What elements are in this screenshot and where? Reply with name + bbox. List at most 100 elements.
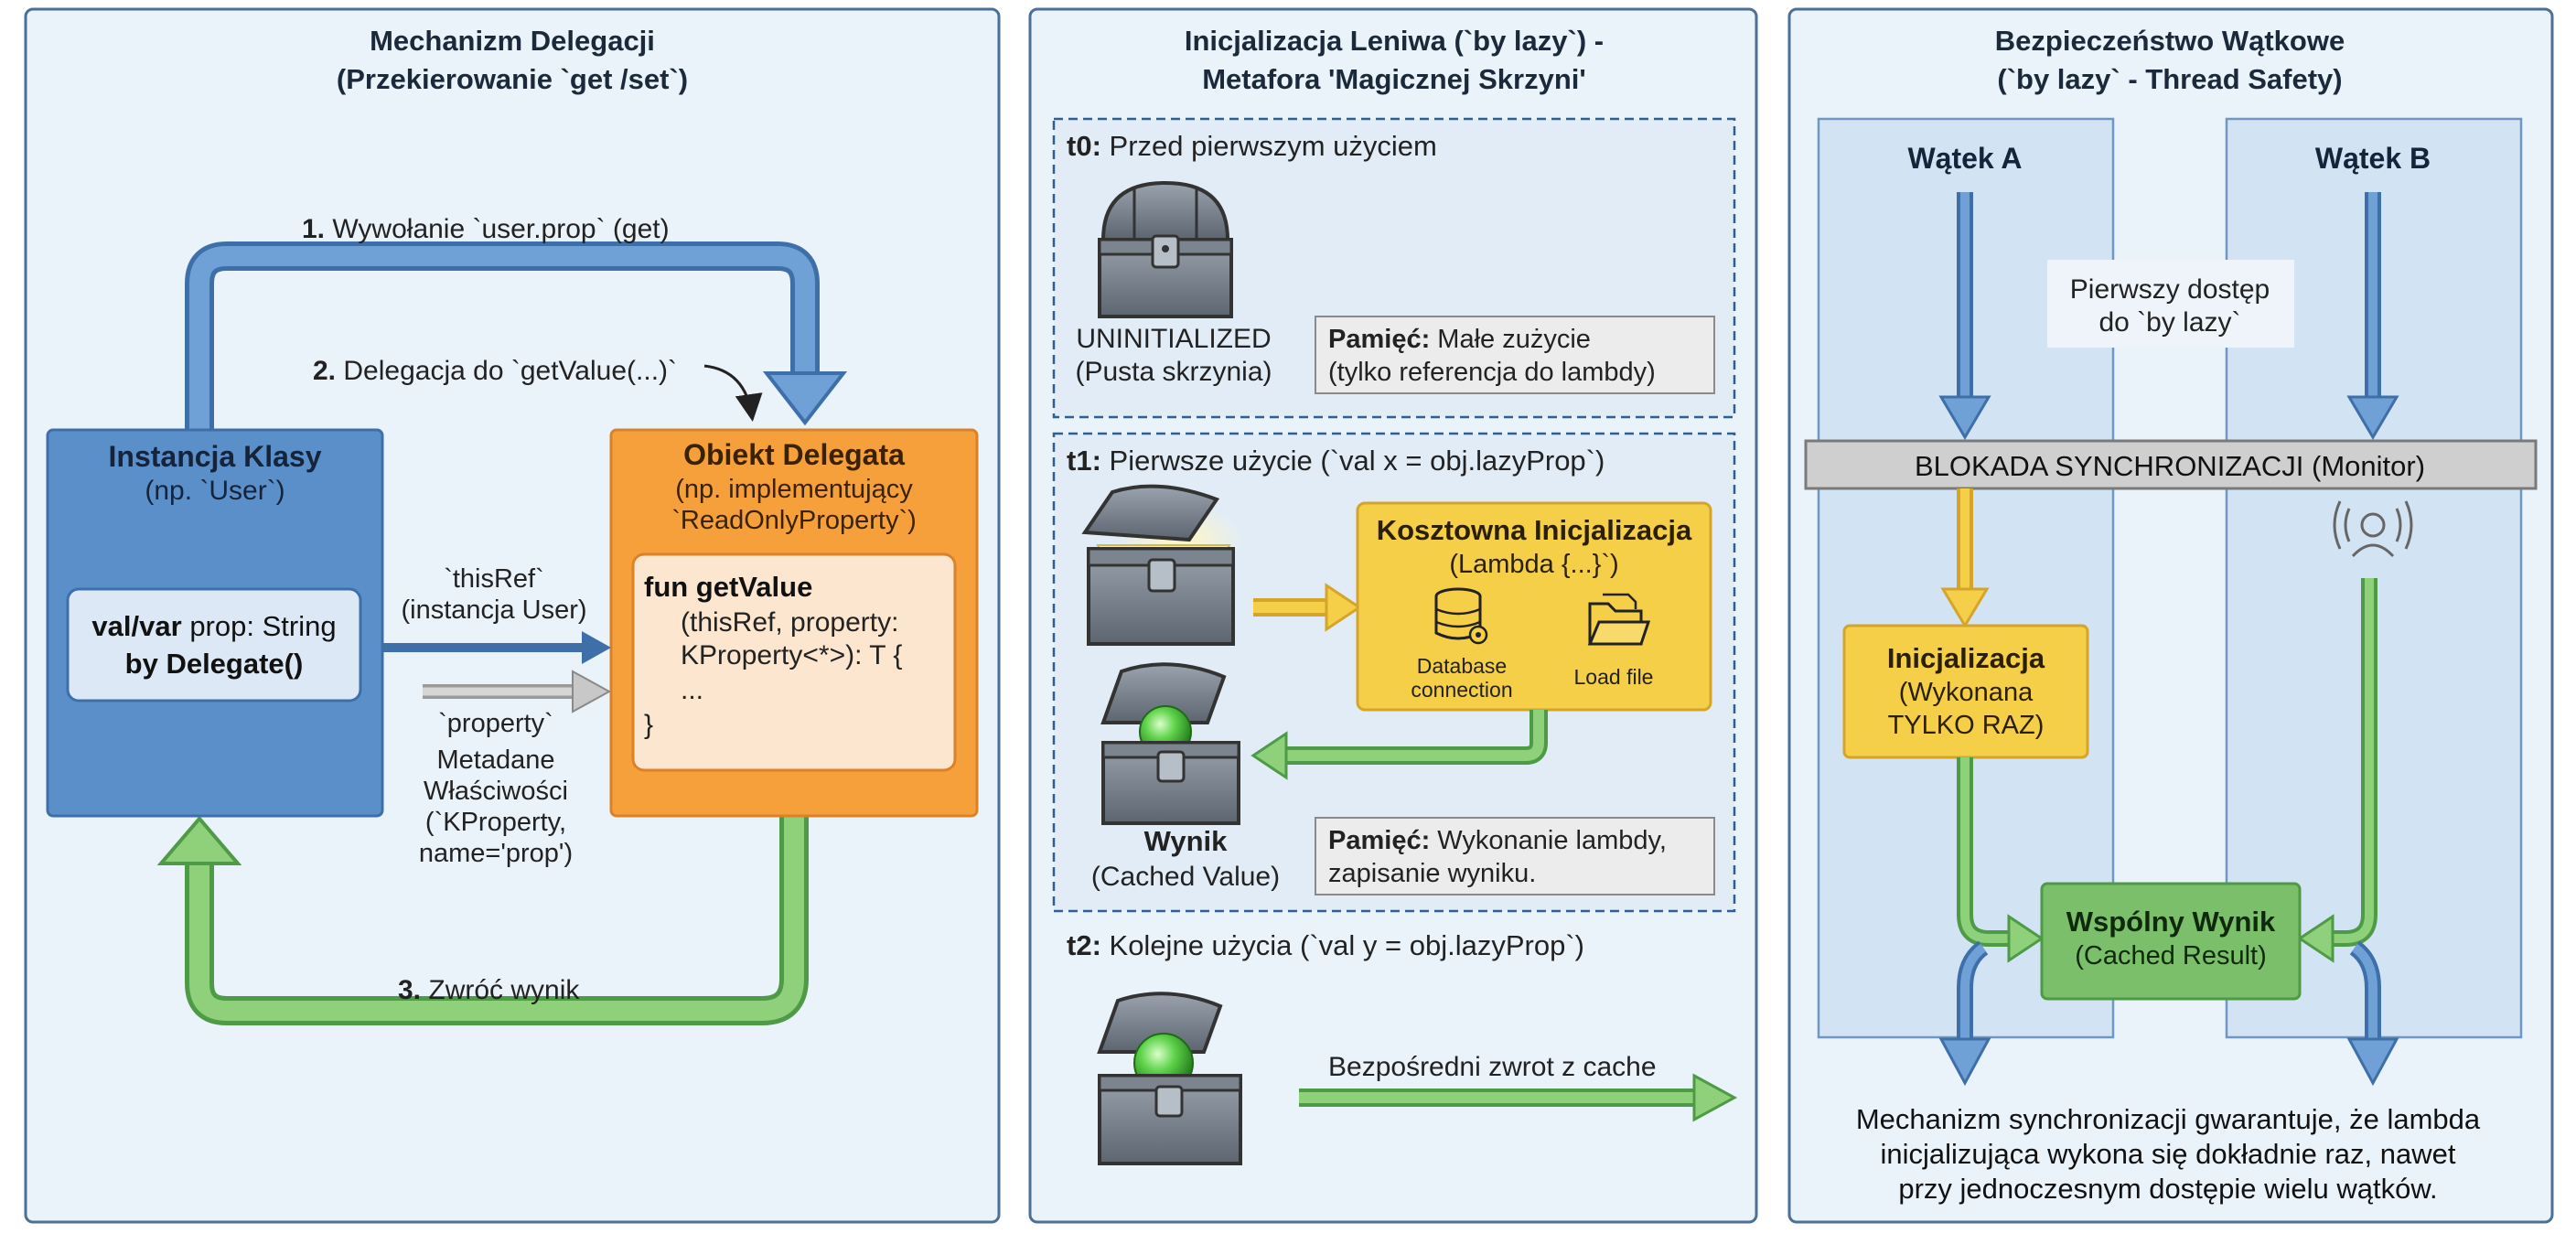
uninitialized-label1: UNINITIALIZED <box>1076 324 1271 354</box>
thisref-label2: (instancja User) <box>401 595 586 625</box>
property-label4: (`KProperty, <box>425 808 566 837</box>
class-instance-box: Instancja Klasy (np. `User`) val/var pro… <box>46 428 384 818</box>
step3-number: 3. <box>398 975 421 1005</box>
thread-b-label: Wątek B <box>2315 142 2431 175</box>
mem1-label: Pamięć: <box>1328 826 1430 855</box>
t2-label: t2: <box>1067 929 1101 961</box>
svg-text:Pamięć: Wykonanie lambdy,: Pamięć: Wykonanie lambdy, <box>1328 826 1667 855</box>
delegate-box-title: Obiekt Delegata <box>683 438 905 471</box>
svg-text:3. Zwróć wynik: 3. Zwróć wynik <box>398 975 580 1005</box>
t0-section: t0: Przed pierwszym użyciem UNINITIALIZE… <box>1052 117 1736 419</box>
step3-text: Zwróć wynik <box>428 975 580 1005</box>
property-label2: Metadane <box>437 745 555 775</box>
delegate-code-line5: } <box>644 710 653 740</box>
step2-text: Delegacja do `getValue(...)` <box>343 356 677 386</box>
waiting-signal-icon <box>2333 500 2413 558</box>
mem0-text2: (tylko referencja do lambdy) <box>1328 358 1656 387</box>
t2-text: Kolejne użycia (`val y = obj.lazyProp`) <box>1110 929 1584 961</box>
property-label3: Właściwości <box>424 777 568 806</box>
panel2-title-line2: Metafora 'Magicznej Skrzyni' <box>1202 63 1586 95</box>
memory-note-t0: Pamięć: Małe zużycie (tylko referencja d… <box>1315 316 1715 394</box>
delegate-code-line3: KProperty<*>): T { <box>681 640 902 670</box>
memory-note-t1: Pamięć: Wykonanie lambdy, zapisanie wyni… <box>1315 817 1715 895</box>
class-code-keyword: val/var <box>91 610 181 642</box>
result-subtitle: (Cached Value) <box>1091 862 1280 892</box>
shared-title: Wspólny Wynik <box>2066 906 2276 938</box>
footer-line3: przy jednoczesnym dostępie wielu wątków. <box>1898 1173 2437 1205</box>
footer-line1: Mechanizm synchronizacji gwarantuje, że … <box>1856 1103 2481 1135</box>
class-code-prop: prop: String <box>189 610 336 642</box>
t1-text: Pierwsze użycie (`val x = obj.lazyProp`) <box>1110 445 1605 477</box>
class-box-title: Instancja Klasy <box>109 440 322 473</box>
lock-label: BLOKADA SYNCHRONIZACJI (Monitor) <box>1915 450 2425 482</box>
synchronization-lock-bar <box>1804 439 2538 490</box>
footer-line2: inicjalizująca wykona się dokładnie raz,… <box>1881 1138 2456 1170</box>
svg-text:val/var prop: String: val/var prop: String <box>91 610 336 642</box>
class-code-delegate: by Delegate() <box>125 648 304 680</box>
call-arrow-head <box>762 371 848 426</box>
t0-text: Przed pierwszym użyciem <box>1110 130 1437 162</box>
opening-chest-icon <box>1081 484 1244 646</box>
init-subtitle1: (Wykonana <box>1899 678 2034 707</box>
svg-text:t2: Kolejne użycia (`val y = o: t2: Kolejne użycia (`val y = obj.lazyPro… <box>1067 929 1584 961</box>
delegate-code-line1: fun getValue <box>644 571 812 603</box>
panel-delegation-mechanism: Mechanizm Delegacji (Przekierowanie `get… <box>24 7 1001 1224</box>
shared-subtitle: (Cached Result) <box>2075 941 2267 971</box>
panel2-title-line1: Inicjalizacja Leniwa (`by lazy`) - <box>1185 25 1604 57</box>
step2-pointer <box>703 364 763 422</box>
init-subtitle2: TYLKO RAZ) <box>1888 711 2045 740</box>
delegate-box-subtitle2: `ReadOnlyProperty`) <box>671 506 917 535</box>
direct-return-label: Bezpośredni zwrot z cache <box>1328 1052 1657 1082</box>
t2-section: t2: Kolejne użycia (`val y = obj.lazyPro… <box>1067 929 1738 1165</box>
cached-chest-icon <box>1097 992 1242 1165</box>
file-folder-icon <box>1587 593 1651 646</box>
panel-lazy-initialization: Inicjalizacja Leniwa (`by lazy`) - Metaf… <box>1028 7 1758 1224</box>
t1-section: t1: Pierwsze użycie (`val x = obj.lazyPr… <box>1052 432 1736 913</box>
t0-label: t0: <box>1067 130 1101 162</box>
svg-text:t1: Pierwsze użycie (`val x =: t1: Pierwsze użycie (`val x = obj.lazyPr… <box>1067 445 1605 477</box>
result-chest-icon <box>1100 662 1240 825</box>
svg-text:1. Wywołanie `user.prop` (get): 1. Wywołanie `user.prop` (get) <box>302 214 670 244</box>
mem1-text2: zapisanie wyniku. <box>1328 859 1536 888</box>
panel-thread-safety: Bezpieczeństwo Wątkowe (`by lazy` - Thre… <box>1787 7 2554 1224</box>
uninitialized-label2: (Pusta skrzynia) <box>1075 357 1272 387</box>
thisref-label1: `thisRef` <box>444 564 544 594</box>
initialization-box: Inicjalizacja (Wykonana TYLKO RAZ) <box>1842 624 2089 759</box>
panel3-title-line2: (`by lazy` - Thread Safety) <box>1997 63 2342 95</box>
panel1-title-line1: Mechanizm Delegacji <box>370 25 655 57</box>
mem0-label: Pamięć: <box>1328 325 1430 354</box>
costly-initialization-box: Kosztowna Inicjalizacja (Lambda {...}`) … <box>1356 501 1712 712</box>
panel1-title-line2: (Przekierowanie `get /set`) <box>337 63 688 95</box>
database-icon <box>1434 587 1488 645</box>
first-access-line2: do `by lazy` <box>2098 307 2240 338</box>
return-arrow-head <box>156 815 242 865</box>
closed-chest-icon <box>1098 180 1233 318</box>
delegate-code-line2: (thisRef, property: <box>681 607 898 638</box>
delegate-box-subtitle1: (np. implementujący <box>675 475 913 504</box>
svg-text:2. Delegacja do `getValue(...): 2. Delegacja do `getValue(...)` <box>313 356 677 386</box>
step1-text: Wywołanie `user.prop` (get) <box>332 214 669 244</box>
file-label: Load file <box>1574 665 1654 689</box>
shared-result-box: Wspólny Wynik (Cached Result) <box>2040 882 2302 1001</box>
class-box-subtitle: (np. `User`) <box>145 476 284 506</box>
costly-subtitle: (Lambda {...}`) <box>1449 550 1618 579</box>
mem0-text1: Małe zużycie <box>1437 325 1591 354</box>
svg-text:t0: Przed pierwszym użyciem: t0: Przed pierwszym użyciem <box>1067 130 1437 162</box>
result-title: Wynik <box>1144 825 1228 857</box>
db-label2: connection <box>1411 678 1512 702</box>
db-label1: Database <box>1417 654 1507 678</box>
thread-a-label: Wątek A <box>1907 142 2022 175</box>
property-label1: `property` <box>438 709 553 738</box>
delegate-code-line4: ... <box>681 675 703 705</box>
mem1-text1: Wykonanie lambdy, <box>1437 826 1667 855</box>
delegate-object-box: Obiekt Delegata (np. implementujący `Rea… <box>609 428 979 818</box>
costly-title: Kosztowna Inicjalizacja <box>1377 514 1692 546</box>
t1-label: t1: <box>1067 445 1101 477</box>
property-label5: name='prop') <box>419 839 573 868</box>
init-title: Inicjalizacja <box>1887 642 2045 674</box>
panel3-title-line1: Bezpieczeństwo Wątkowe <box>1995 25 2345 57</box>
first-access-line1: Pierwszy dostęp <box>2070 274 2270 305</box>
step2-number: 2. <box>313 356 336 386</box>
step1-number: 1. <box>302 214 325 244</box>
